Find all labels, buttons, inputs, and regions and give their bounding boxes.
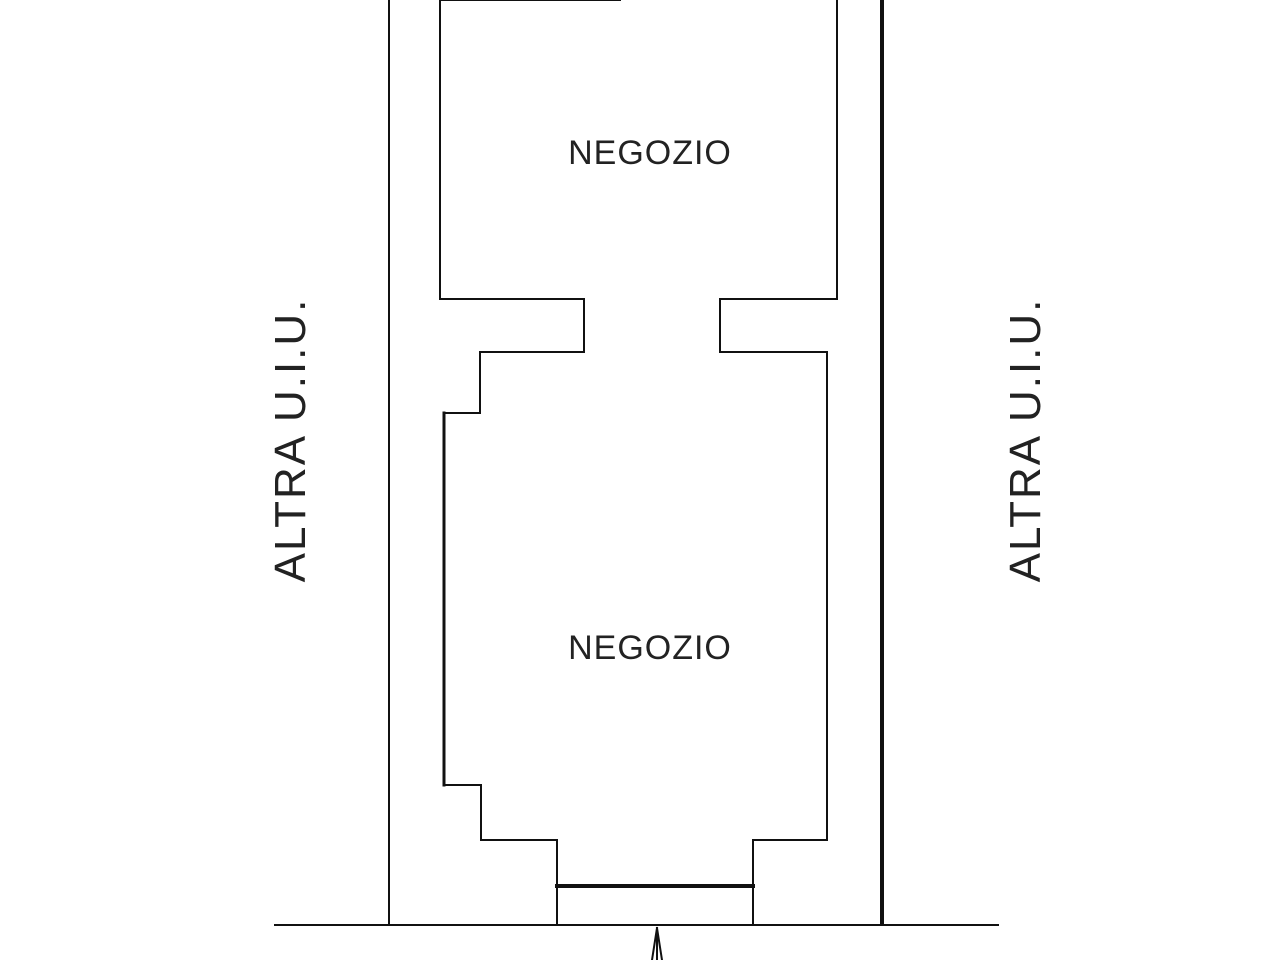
upper-shop-right-wall — [719, 0, 838, 925]
neighbor-label-left: ALTRA U.I.U. — [266, 298, 315, 583]
lower-shop-left-steps — [443, 784, 558, 925]
upper-shop-outline — [439, 0, 621, 414]
entrance-arrow-icon — [650, 926, 664, 960]
room-label-lower: NEGOZIO — [568, 629, 732, 667]
neighbor-label-right: ALTRA U.I.U. — [1001, 298, 1050, 583]
room-label-upper: NEGOZIO — [568, 134, 732, 172]
